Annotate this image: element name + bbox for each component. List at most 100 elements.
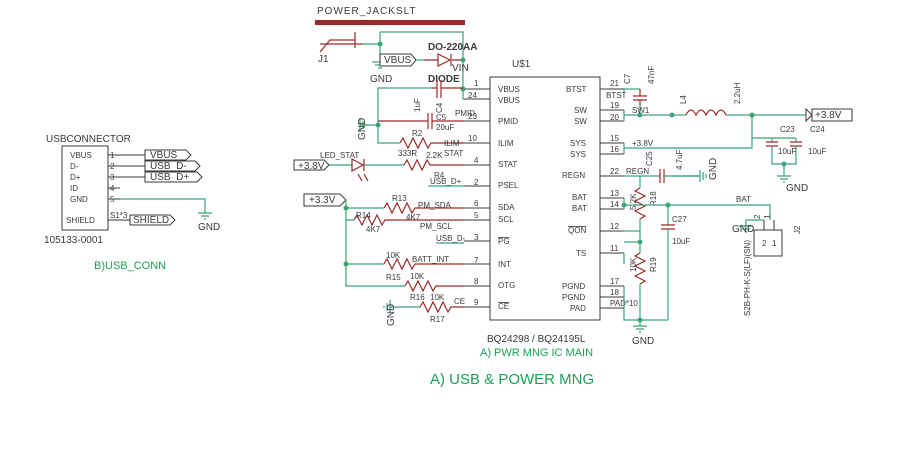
c24-value: 10uF [808,147,826,156]
ic-pin-num-3: 3 [474,233,479,242]
ic-ref: U$1 [512,59,531,70]
ic-pin-sw-19: SW [574,106,587,115]
c24-ref: C24 [810,125,825,134]
batt-int-net: BATT_INT [412,255,449,264]
c25-ref: C25 [645,151,654,166]
ic-pin-sw-20: SW [574,117,587,126]
ic-pin-sda: SDA [498,203,515,212]
usb-pin-num-s1: S1*3 [110,211,128,220]
ic-pin-num-16: 16 [610,145,619,154]
tag-usb-dp: USB_D+ [150,172,189,183]
l4-ref: L4 [679,95,688,104]
ic-pin-num-15: 15 [610,134,619,143]
sw1-net: SW1 [632,106,650,115]
led-stat-label: LED_STAT [320,151,359,160]
section-title: A) USB & POWER MNG [430,371,594,388]
ic-pin-num-5: 5 [474,211,479,220]
ic-pin-scl: SCL [498,215,514,224]
ic-pin-qon: QON [568,226,586,235]
ic-pin-num-17: 17 [610,277,619,286]
l4-value: 2.2uH [733,82,742,104]
ic-pin-num-7: 7 [474,256,479,265]
r17-ref: R17 [430,315,445,324]
r15-value: 10K [386,251,401,260]
ic-pin-ts: TS [576,249,586,258]
ic-pin-num-22: 22 [610,167,619,176]
r2-value: 333R [398,149,417,158]
ic-pin-regn: REGN [562,171,585,180]
ic-pin-pgnd-18: PGND [562,293,585,302]
usb-pin-vbus: VBUS [70,151,92,160]
j2-ref: J2 [793,225,802,234]
ic-pin-sys-15: SYS [570,139,586,148]
r19-value: 10K [629,257,638,272]
right-side-network: C7 47nF BTST SW1 L4 2.2uH +3.8V GND C23 … [606,66,853,347]
ic-pin-btst: BTST [566,85,587,94]
tag-usb-dm: USB_D- [150,161,187,172]
power-jack-bar [315,20,465,25]
ic-pin-otg: OTG [498,281,515,290]
ic-caption: A) PWR MNG IC MAIN [480,347,593,359]
usb-conn-sub-label: B)USB_CONN [94,260,166,272]
pm-sda-net: PM_SDA [418,201,452,210]
c23-ref: C23 [780,125,795,134]
usb-net-tags: VBUS USB_D- USB_D+ SHIELD [129,149,203,226]
j2-pin-label-2: 2 [753,214,762,219]
ic-pin-bat-13: BAT [572,193,587,202]
power-jack-name: POWER_JACKSLT [317,6,417,17]
tag-v38-left: +3.8V [298,161,325,172]
ic-pin-vbus-1: VBUS [498,85,520,94]
battery-connector: 2 1 1 2 J2 S2B-PH-K-S(LF)(SN) GND [732,214,802,316]
usb-gnd-label: GND [198,222,220,233]
j2-pin-2: 2 [762,239,767,248]
c5-ref: C5 [436,113,447,122]
usb-pin-dp: D+ [70,173,81,182]
ic-pin-num-20: 20 [610,113,619,122]
c7-value: 47nF [647,66,656,84]
diode-name: DIODE [428,74,460,85]
ic-pin-num-6: 6 [474,199,479,208]
ic-pin-num-14: 14 [610,200,619,209]
usb-gnd-symbol [198,212,212,220]
r18-ref: R18 [649,191,658,206]
c23-value: 10uF [778,147,796,156]
usb-dm-net: USB_D- [436,234,466,243]
ic-pin-num-8: 8 [474,277,479,286]
power-jack-ref: J1 [318,54,329,65]
usb-pin-shield: SHIELD [66,216,95,225]
power-management-ic: U$1 BQ24298 / BQ24195L A) PWR MNG IC MAI… [464,59,638,359]
r15-ref: R15 [386,273,401,282]
ce-net: CE [454,297,465,306]
power-jack-vbus-tag: VBUS [384,55,412,66]
j2-part: S2B-PH-K-S(LF)(SN) [743,240,752,316]
ic-pin-num-2: 2 [474,178,479,187]
c4-ref: C4 [435,102,444,113]
regn-gnd: GND [708,158,719,180]
usb-connector-title: USBCONNECTOR [46,134,131,145]
diode: DO-220AA VIN DIODE [424,42,477,85]
c27-ref: C27 [672,215,687,224]
ic-pin-num-21: 21 [610,79,619,88]
ic-pin-int: INT [498,260,511,269]
j2-gnd: GND [732,224,754,235]
usb-pin-id: ID [70,184,78,193]
ic-pin-stat: STAT [498,160,517,169]
ic-pin-num-12: 12 [610,222,619,231]
r16-value: 10K [410,272,425,281]
pgnd-gnd: GND [632,336,654,347]
ic-pin-num-11: 11 [610,244,619,253]
ic-pin-num-1: 1 [474,79,479,88]
ic-pin-num-4: 4 [474,156,479,165]
usb-pin-dm: D- [70,162,79,171]
usb-connector: USBCONNECTOR VBUS D- D+ ID GND SHIELD 1 … [44,134,220,272]
ic-pin-num-18: 18 [610,288,619,297]
ic-left-pins: VBUS VBUS PMID ILIM STAT PSEL SDA SCL PG… [464,79,520,311]
j2-pin-1: 1 [772,239,777,248]
bat-net: BAT [736,195,751,204]
j2-pin-label-1: 1 [763,214,772,219]
ic-pin-pgnd-17: PGND [562,282,585,291]
ic-pin-pg: PG [498,237,510,246]
r4-ref: R4 [434,171,445,180]
ic-pin-num-13: 13 [610,189,619,198]
